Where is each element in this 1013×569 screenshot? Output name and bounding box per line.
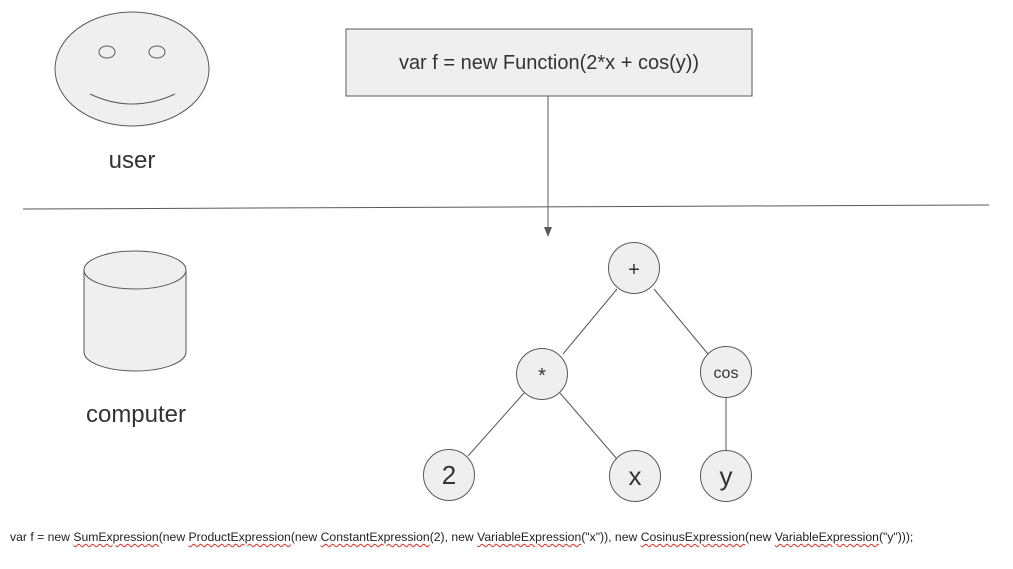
code-identifier: VariableExpression [774,530,879,544]
node-two: 2 [423,449,475,501]
code-identifier: CosinusExpression [640,530,746,544]
divider-line [22,204,990,210]
user-label: user [109,147,156,174]
node-x: x [609,450,661,502]
edge-plus-product [562,288,618,355]
code-text: var f = new [10,530,74,544]
right-eye [148,45,166,59]
node-y-label: y [720,461,733,491]
node-product-label: * [538,365,546,387]
code-identifier: SumExpression [73,530,159,544]
code-text: ("y"))); [878,530,914,544]
edge-product-two [467,392,525,457]
code-text: (new [290,530,321,544]
code-box [345,28,753,97]
code-text: (2), new [429,530,478,544]
code-identifier: ProductExpression [188,530,291,544]
code-box-text: var f = new Function(2*x + cos(y)) [399,52,699,74]
node-plus-label: + [628,259,640,281]
smiley-face-icon [54,11,210,127]
edge-plus-cos [653,288,709,355]
code-identifier: VariableExpression [477,530,582,544]
expression-code-line: var f = new SumExpression(new ProductExp… [10,530,1010,544]
left-eye [98,45,116,59]
node-plus: + [608,242,660,294]
code-text: ("x")), new [581,530,641,544]
node-y: y [700,450,752,502]
node-x-label: x [629,461,642,491]
code-text: (new [158,530,189,544]
code-text: (new [745,530,775,544]
node-cos-label: cos [714,365,739,382]
code-identifier: ConstantExpression [320,530,430,544]
node-cos: cos [700,346,752,398]
database-cylinder-icon [83,250,187,372]
smile [89,93,176,105]
node-two-label: 2 [442,460,456,490]
computer-label: computer [86,401,186,428]
node-product: * [516,348,568,400]
edge-product-x [559,392,618,460]
